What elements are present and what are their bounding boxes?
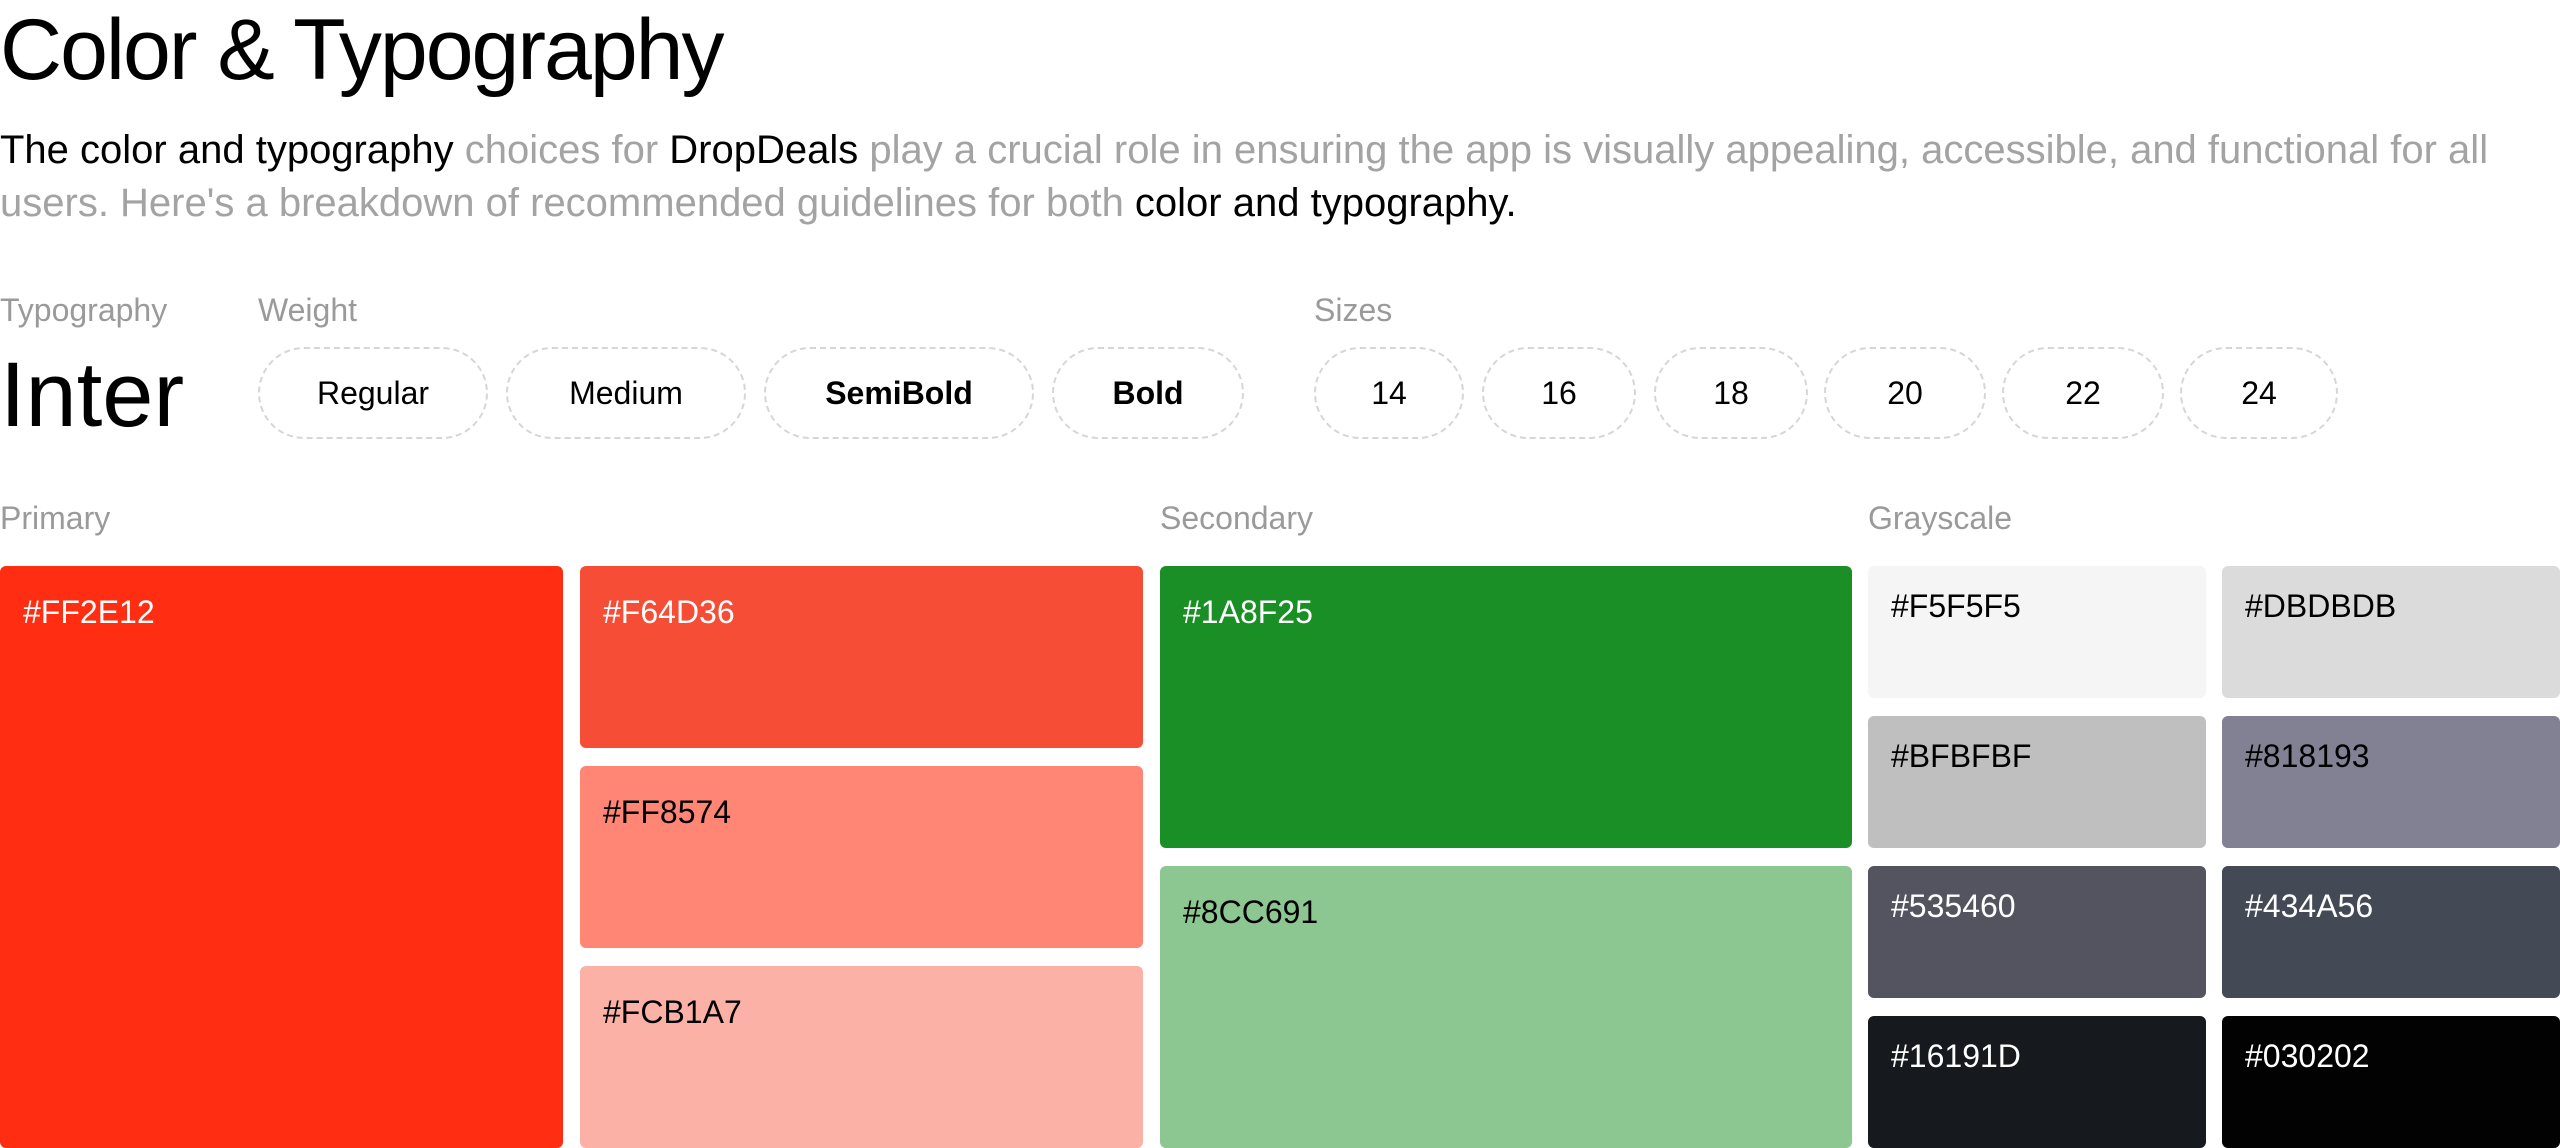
color-swatch-gray-7[interactable]: #16191D	[1868, 1016, 2206, 1148]
color-hex-label: #FF8574	[603, 794, 732, 830]
weight-pill-medium[interactable]: Medium	[506, 347, 746, 439]
color-hex-label: #16191D	[1891, 1038, 2021, 1074]
color-hex-label: #030202	[2245, 1038, 2370, 1074]
color-swatch-primary-2[interactable]: #F64D36	[580, 566, 1143, 748]
color-swatch-primary-4[interactable]: #FCB1A7	[580, 966, 1143, 1148]
intro-paragraph: The color and typography choices for Dro…	[0, 124, 2500, 230]
size-pill-16[interactable]: 16	[1482, 347, 1636, 439]
color-hex-label: #BFBFBF	[1891, 738, 2032, 774]
intro-highlight-1: The color and typography	[0, 128, 454, 172]
color-swatch-gray-2[interactable]: #DBDBDB	[2222, 566, 2560, 698]
color-hex-label: #DBDBDB	[2245, 588, 2397, 624]
intro-text-1: choices for	[453, 128, 670, 172]
weight-label: Weight	[258, 292, 358, 328]
font-name: Inter	[0, 344, 185, 446]
color-hex-label: #F5F5F5	[1891, 588, 2021, 624]
color-swatch-primary-3[interactable]: #FF8574	[580, 766, 1143, 948]
weight-pill-semibold[interactable]: SemiBold	[764, 347, 1034, 439]
color-hex-label: #FCB1A7	[603, 994, 742, 1030]
size-pill-20[interactable]: 20	[1824, 347, 1986, 439]
size-pill-18[interactable]: 18	[1654, 347, 1808, 439]
color-hex-label: #F64D36	[603, 594, 735, 630]
color-swatch-gray-6[interactable]: #434A56	[2222, 866, 2560, 998]
color-swatch-primary-1[interactable]: #FF2E12	[0, 566, 563, 1148]
intro-highlight-2: color and typography.	[1134, 181, 1517, 225]
color-hex-label: #FF2E12	[23, 594, 155, 630]
intro-brand-name: DropDeals	[669, 128, 859, 172]
size-pill-24[interactable]: 24	[2180, 347, 2338, 439]
color-swatch-gray-4[interactable]: #818193	[2222, 716, 2560, 848]
weight-pill-regular[interactable]: Regular	[258, 347, 488, 439]
color-swatch-gray-1[interactable]: #F5F5F5	[1868, 566, 2206, 698]
color-hex-label: #8CC691	[1183, 894, 1319, 930]
grayscale-label: Grayscale	[1868, 500, 2013, 536]
color-swatch-gray-5[interactable]: #535460	[1868, 866, 2206, 998]
secondary-label: Secondary	[1160, 500, 1313, 536]
intro-text-2: play a crucial role in ensuring the app …	[0, 128, 2489, 225]
page-title: Color & Typography	[0, 2, 725, 98]
color-hex-label: #818193	[2245, 738, 2370, 774]
typography-label: Typography	[0, 292, 168, 328]
sizes-label: Sizes	[1314, 292, 1393, 328]
weight-pill-bold[interactable]: Bold	[1052, 347, 1244, 439]
primary-label: Primary	[0, 500, 111, 536]
color-hex-label: #535460	[1891, 888, 2016, 924]
color-swatch-secondary-2[interactable]: #8CC691	[1160, 866, 1852, 1148]
color-swatch-gray-8[interactable]: #030202	[2222, 1016, 2560, 1148]
color-swatch-gray-3[interactable]: #BFBFBF	[1868, 716, 2206, 848]
color-hex-label: #434A56	[2245, 888, 2374, 924]
size-pill-22[interactable]: 22	[2002, 347, 2164, 439]
color-swatch-secondary-1[interactable]: #1A8F25	[1160, 566, 1852, 848]
size-pill-14[interactable]: 14	[1314, 347, 1464, 439]
color-hex-label: #1A8F25	[1183, 594, 1313, 630]
